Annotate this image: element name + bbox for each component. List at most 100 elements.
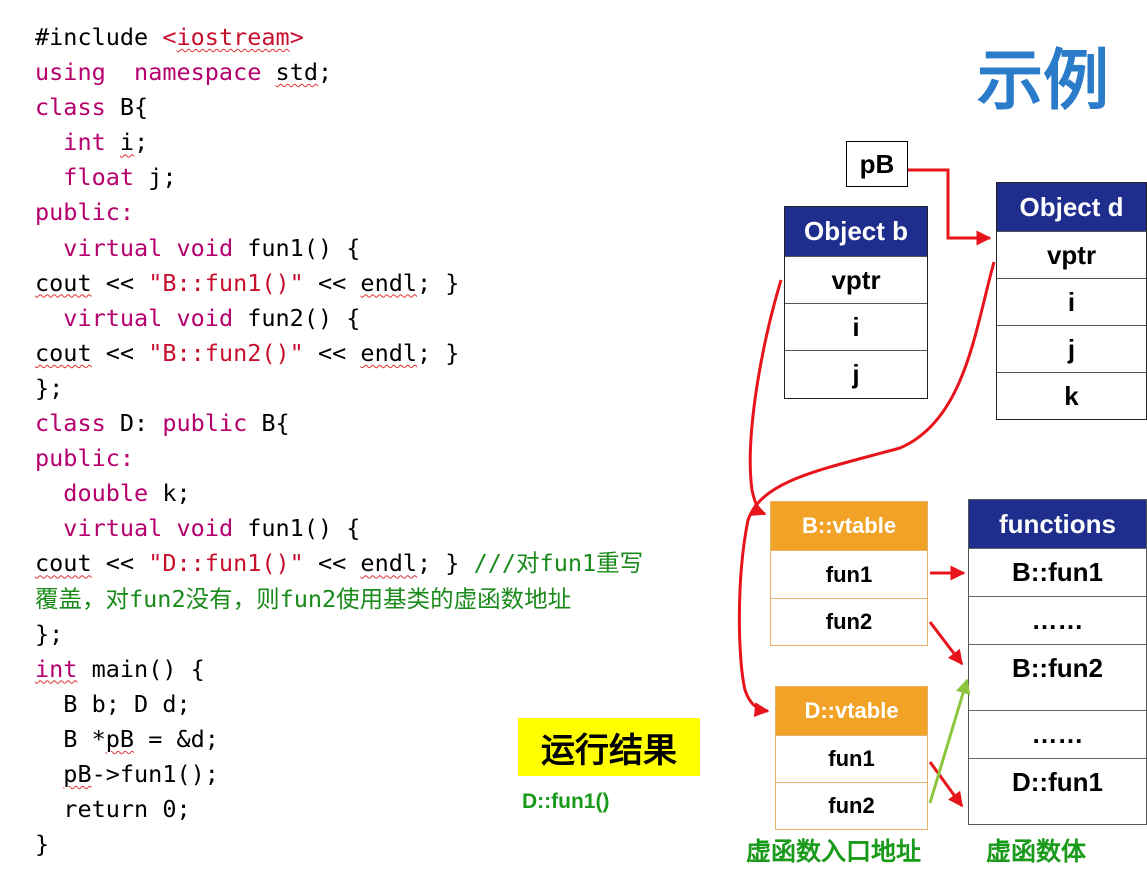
- function-b-fun1: B::fun1: [969, 548, 1146, 596]
- object-b-i: i: [785, 303, 927, 350]
- code-token: iostream: [176, 23, 290, 51]
- d-vtable-fun2: fun2: [776, 782, 927, 829]
- code-token: };: [35, 619, 64, 648]
- object-d-j: j: [997, 325, 1146, 372]
- code-token: i: [119, 128, 135, 157]
- code-token: public: [162, 409, 248, 438]
- code-token: namespace: [134, 58, 262, 87]
- code-token: <<: [91, 338, 149, 367]
- code-token: using: [35, 58, 106, 87]
- code-token: <<: [91, 268, 149, 297]
- code-line: #include <iostream>: [35, 20, 643, 55]
- code-token: ;: [134, 128, 149, 157]
- function-b-fun2: B::fun2: [969, 644, 1146, 710]
- object-d-vptr: vptr: [997, 231, 1146, 278]
- code-token: <<: [303, 338, 361, 367]
- code-token: std: [275, 58, 318, 87]
- code-token: B{: [105, 93, 149, 122]
- run-result-output: D::fun1(): [522, 790, 610, 813]
- code-token: B{: [247, 409, 290, 438]
- code-token: cout: [35, 338, 92, 367]
- arrow-object-d-vptr-to-d-vtable: [737, 261, 996, 718]
- code-line: B b; D d;: [35, 687, 643, 722]
- code-line: virtual void fun1() {: [35, 231, 643, 266]
- code-token: class: [35, 409, 106, 438]
- code-token: return 0;: [35, 795, 191, 824]
- code-line: cout << "B::fun2()" << endl; }: [35, 336, 643, 371]
- code-line: int main() {: [35, 652, 643, 687]
- code-token: public:: [35, 444, 135, 473]
- code-line: };: [35, 617, 643, 652]
- object-d-header: Object d: [997, 183, 1146, 231]
- code-token: ; }: [417, 549, 474, 578]
- object-d-i: i: [997, 278, 1146, 325]
- code-token: main() {: [77, 654, 205, 683]
- code-line: }: [35, 827, 643, 862]
- code-token: >: [289, 23, 304, 51]
- code-token: #include: [35, 23, 163, 51]
- functions-caption: 虚函数体: [986, 837, 1087, 866]
- code-token: endl: [360, 549, 418, 578]
- code-line: float j;: [35, 160, 643, 195]
- object-b-j: j: [785, 350, 927, 398]
- code-token: 覆盖，对fun2没有，则fun2使用基类的虚函数地址: [35, 584, 572, 613]
- b-vtable-fun1: fun1: [771, 550, 927, 598]
- code-line: public:: [35, 195, 643, 230]
- code-line: virtual void fun1() {: [35, 511, 643, 546]
- code-token: public:: [35, 198, 135, 227]
- code-token: pB: [105, 724, 135, 753]
- code-token: cout: [35, 268, 92, 297]
- code-token: void: [176, 514, 234, 543]
- code-token: fun1() {: [233, 514, 361, 543]
- code-token: B *: [35, 724, 106, 753]
- code-token: cout: [35, 549, 92, 578]
- arrow-object-b-vptr-to-b-vtable: [748, 279, 783, 516]
- object-b-header: Object b: [785, 207, 927, 256]
- code-token: float: [63, 163, 135, 192]
- object-b-table: Object b vptr i j: [784, 206, 928, 399]
- code-token: virtual: [63, 514, 163, 543]
- code-token: j;: [134, 163, 177, 192]
- code-token: void: [176, 233, 234, 262]
- vtable-caption: 虚函数入口地址: [746, 837, 922, 866]
- code-line: B *pB = &d;: [35, 722, 643, 757]
- code-token: fun1() {: [233, 233, 361, 262]
- code-token: = &d;: [134, 724, 219, 753]
- d-vtable: D::vtable fun1 fun2: [775, 686, 928, 830]
- code-token: <<: [303, 549, 361, 578]
- code-token: "B::fun2()": [148, 338, 304, 367]
- code-line: pB->fun1();: [35, 757, 643, 792]
- code-line: cout << "B::fun1()" << endl; }: [35, 266, 643, 301]
- code-line: class D: public B{: [35, 406, 643, 441]
- d-vtable-header: D::vtable: [776, 687, 927, 735]
- code-token: ///对fun1重写: [473, 549, 644, 578]
- code-token: int: [35, 654, 78, 683]
- code-token: ;: [318, 58, 333, 87]
- code-token: virtual: [63, 233, 163, 262]
- pointer-pb-box: pB: [846, 141, 908, 187]
- code-line: virtual void fun2() {: [35, 301, 643, 336]
- d-vtable-fun1: fun1: [776, 735, 927, 782]
- code-token: <<: [91, 549, 149, 578]
- code-token: class: [35, 93, 106, 122]
- code-line: public:: [35, 441, 643, 476]
- function-d-fun1: D::fun1: [969, 758, 1146, 824]
- code-token: "D::fun1()": [148, 549, 304, 578]
- code-token: pB: [63, 759, 92, 788]
- code-token: <: [162, 23, 177, 51]
- code-token: k;: [148, 479, 191, 508]
- code-line: 覆盖，对fun2没有，则fun2使用基类的虚函数地址: [35, 582, 643, 617]
- arrow-pb-to-object-d: [908, 168, 992, 246]
- b-vtable: B::vtable fun1 fun2: [770, 501, 928, 646]
- code-token: int: [63, 128, 106, 157]
- code-line: cout << "D::fun1()" << endl; } ///对fun1重…: [35, 546, 643, 581]
- b-vtable-header: B::vtable: [771, 502, 927, 550]
- code-token: <<: [303, 268, 361, 297]
- code-line: double k;: [35, 476, 643, 511]
- code-token: };: [35, 373, 64, 402]
- code-token: B b; D d;: [35, 689, 191, 718]
- slide-title: 示例: [977, 42, 1109, 119]
- b-vtable-fun2: fun2: [771, 598, 927, 645]
- functions-header: functions: [969, 500, 1146, 548]
